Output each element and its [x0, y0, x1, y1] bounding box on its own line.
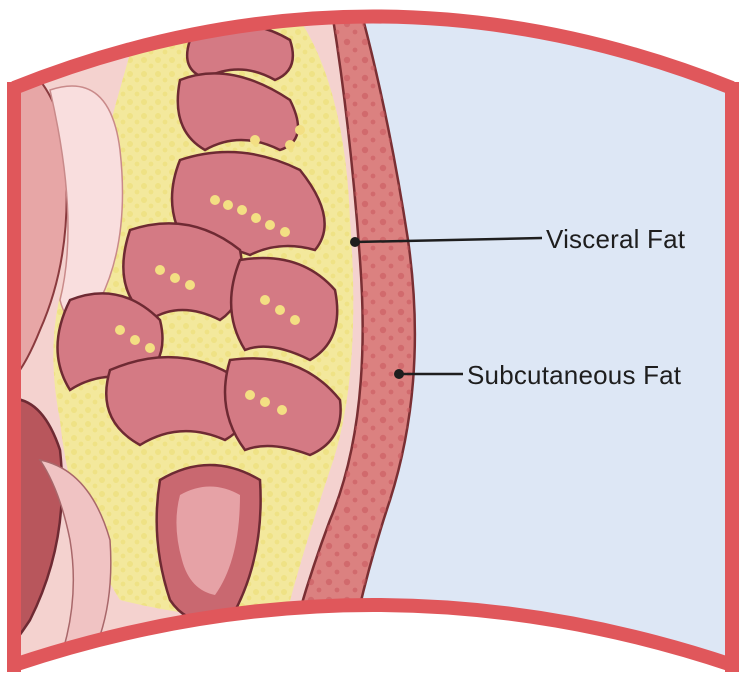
subcutaneous-fat-label: Subcutaneous Fat: [467, 360, 681, 391]
visceral-fat-label: Visceral Fat: [546, 224, 685, 255]
